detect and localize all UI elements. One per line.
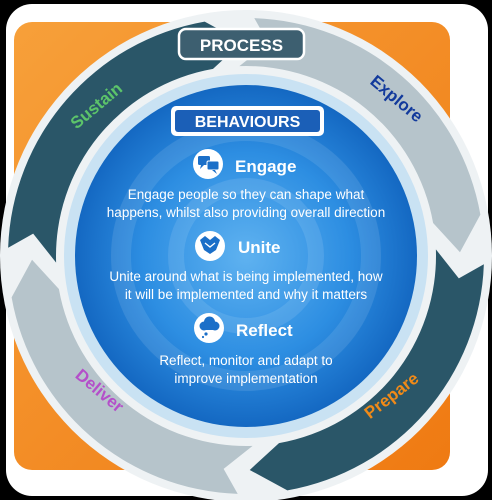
reflect-title: Reflect [236, 321, 293, 340]
process-label-box: PROCESS [177, 27, 306, 61]
behaviour-engage: Engage Engage people so they can shape w… [107, 149, 385, 220]
behaviours-title: BEHAVIOURS [195, 114, 301, 131]
ring-segment-deliver [11, 259, 253, 494]
engage-desc-line-2: happens, whilst also providing overall d… [107, 205, 385, 220]
ring-segment-prepare [249, 249, 484, 491]
reflect-desc-line-2: improve implementation [174, 371, 317, 386]
ring-segment-explore [239, 18, 481, 253]
engage-desc-line-1: Engage people so they can shape what [128, 187, 365, 202]
handshake-icon [200, 236, 220, 254]
core-glow-ring-inner [168, 178, 324, 334]
process-title: PROCESS [200, 36, 283, 55]
unite-title: Unite [238, 238, 281, 257]
unite-desc-line-2: it will be implemented and why it matter… [125, 287, 368, 302]
behaviour-unite: Unite Unite around what is being impleme… [109, 231, 383, 302]
thought-cloud-icon [199, 316, 220, 339]
engage-title: Engage [235, 157, 296, 176]
behaviour-reflect: Reflect Reflect, monitor and adapt to im… [159, 313, 333, 386]
speech-bubbles-icon [198, 156, 220, 174]
behaviours-label-box: BEHAVIOURS [171, 106, 324, 136]
reflect-desc-line-1: Reflect, monitor and adapt to [159, 353, 332, 368]
unite-desc-line-1: Unite around what is being implemented, … [109, 269, 382, 284]
behaviours-core [75, 85, 417, 427]
